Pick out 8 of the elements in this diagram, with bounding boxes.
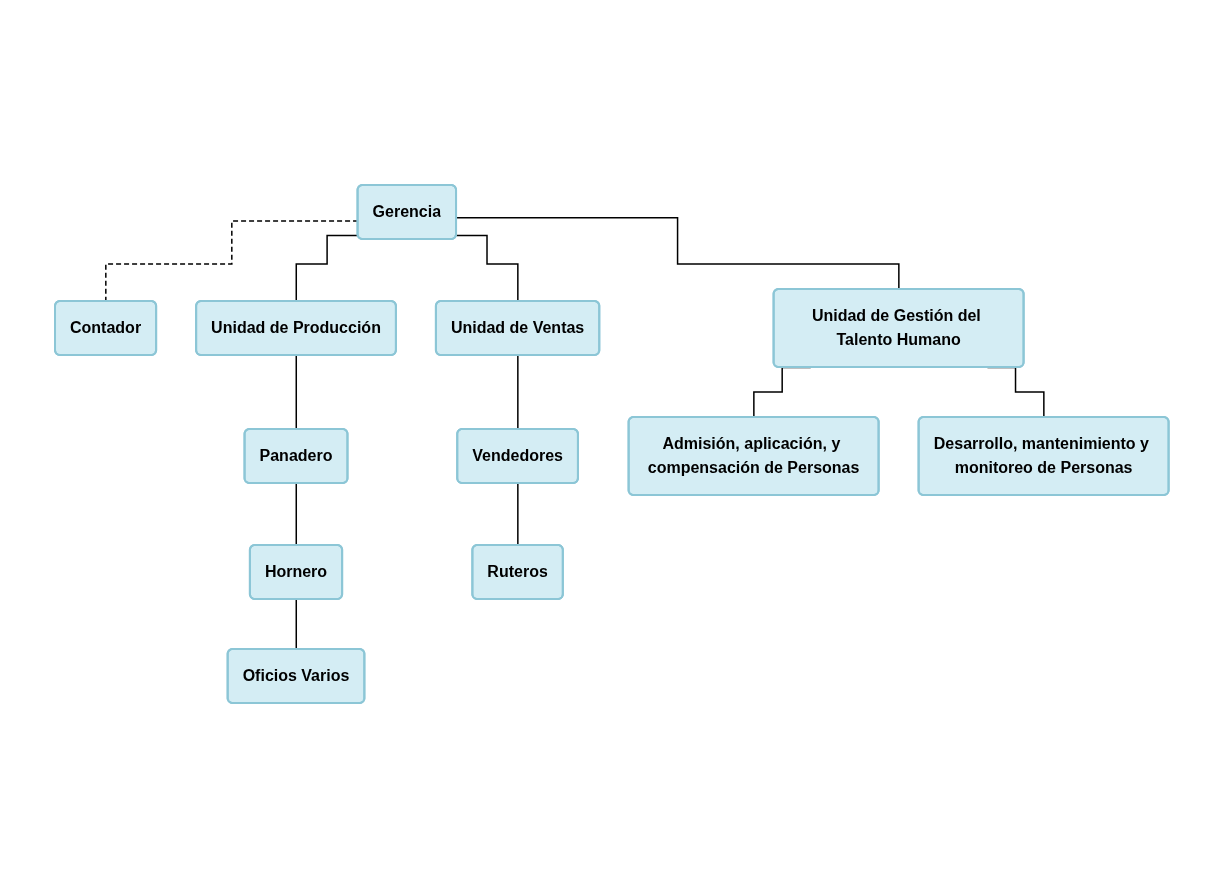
connector bbox=[295, 482, 298, 546]
connector bbox=[105, 219, 359, 302]
connector bbox=[295, 598, 298, 650]
connector bbox=[517, 354, 520, 430]
connector bbox=[517, 482, 520, 546]
connector bbox=[295, 354, 298, 430]
connector bbox=[455, 234, 520, 302]
connector bbox=[456, 216, 901, 290]
